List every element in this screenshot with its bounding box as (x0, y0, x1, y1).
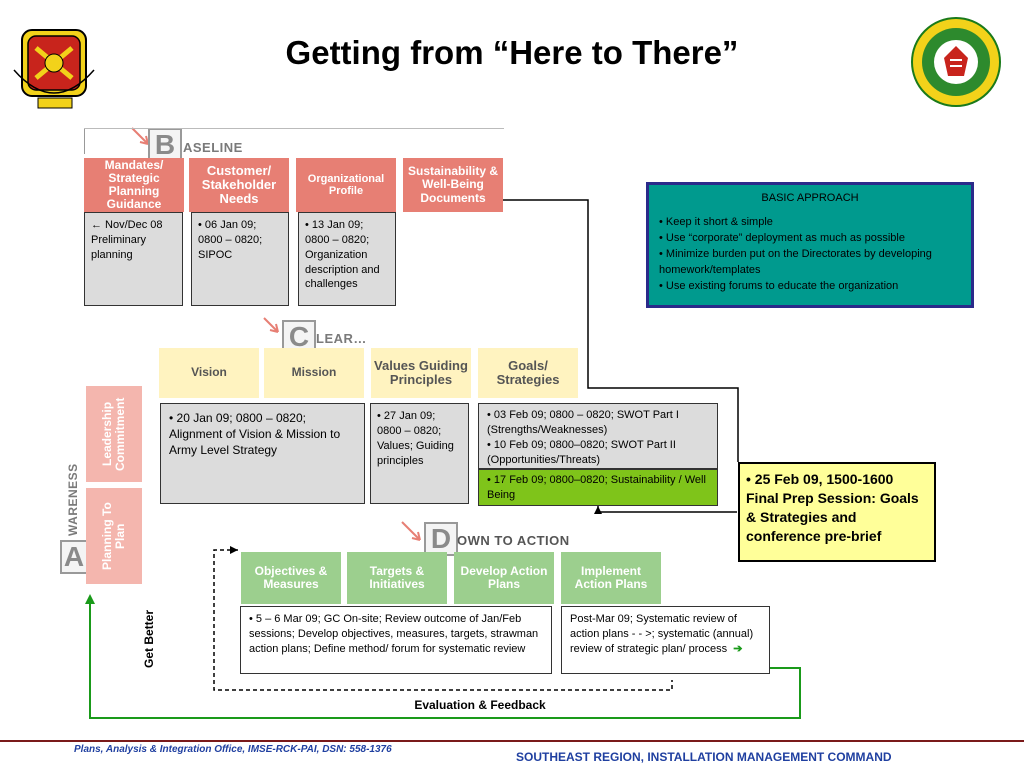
basic-approach-box: BASIC APPROACH • Keep it short & simple … (646, 182, 974, 308)
header-targets: Targets & Initiatives (347, 552, 447, 604)
header-org-profile: Organizational Profile (296, 158, 396, 212)
header-mandates: Mandates/ Strategic Planning Guidance (84, 158, 184, 212)
header-vision: Vision (159, 348, 259, 398)
leadership-commitment-block: Leadership Commitment (86, 386, 142, 482)
box-onsite: • 5 – 6 Mar 09; GC On-site; Review outco… (240, 606, 552, 674)
header-implement: Implement Action Plans (561, 552, 661, 604)
down-word: OWN TO ACTION (457, 533, 570, 548)
awareness-word: WARENESS (66, 463, 80, 536)
header-values: Values Guiding Principles (371, 348, 471, 398)
header-customer: Customer/ Stakeholder Needs (189, 158, 289, 212)
box-values: • 27 Jan 09; 0800 – 0820; Values; Guidin… (370, 403, 469, 504)
box-sustainability: • 17 Feb 09; 0800–0820; Sustainability /… (478, 469, 718, 506)
footer-office: Plans, Analysis & Integration Office, IM… (74, 744, 392, 755)
box-nov-dec: ← Nov/Dec 08 Preliminary planning (84, 212, 183, 306)
arrow-icon (131, 127, 149, 145)
left-logo-icon (13, 29, 95, 109)
header-objectives: Objectives & Measures (241, 552, 341, 604)
header-mission: Mission (264, 348, 364, 398)
arrow-icon (263, 317, 279, 333)
awareness-label: A WARENESS (60, 430, 90, 574)
planning-to-plan-block: Planning To Plan (86, 488, 142, 584)
final-prep-box: • 25 Feb 09, 1500-1600 Final Prep Sessio… (738, 462, 936, 562)
approach-item: • Use “corporate” deployment as much as … (659, 231, 905, 244)
box-vision-mission: • 20 Jan 09; 0800 – 0820; Alignment of V… (160, 403, 365, 504)
page-title: Getting from “Here to There” (285, 34, 739, 71)
box-goals-swot: • 03 Feb 09; 0800 – 0820; SWOT Part I (S… (478, 403, 718, 469)
down-letter: D (424, 522, 458, 556)
box-sipoc: • 06 Jan 09; 0800 – 0820; SIPOC (191, 212, 289, 306)
baseline-word: ASELINE (183, 140, 243, 155)
awareness-letter: A (60, 540, 88, 574)
header-sustainability: Sustainability & Well-Being Documents (403, 158, 503, 212)
footer-command: SOUTHEAST REGION, INSTALLATION MANAGEMEN… (516, 750, 892, 764)
approach-item: • Use existing forums to educate the org… (659, 279, 899, 292)
post-mar-text: Post-Mar 09; Systematic review of action… (570, 613, 754, 655)
box-post-mar: Post-Mar 09; Systematic review of action… (561, 606, 770, 674)
get-better-label: Get Better (142, 609, 156, 668)
right-logo-icon (911, 17, 1001, 107)
baseline-letter: B (148, 128, 182, 162)
clear-word: LEAR… (316, 331, 367, 346)
swot-part-2: • 10 Feb 09; 0800–0820; SWOT Part II (Op… (487, 438, 676, 466)
arrow-icon (401, 521, 421, 541)
header-goals: Goals/ Strategies (478, 348, 578, 398)
arrow-right-icon: ➔ (730, 642, 743, 655)
swot-part-1: • 03 Feb 09; 0800 – 0820; SWOT Part I (S… (487, 409, 679, 436)
box-org-description: • 13 Jan 09; 0800 – 0820; Organization d… (298, 212, 396, 306)
approach-item: • Keep it short & simple (659, 215, 773, 228)
approach-item: • Minimize burden put on the Directorate… (659, 247, 932, 276)
header-develop: Develop Action Plans (454, 552, 554, 604)
evaluation-feedback-label: Evaluation & Feedback (414, 698, 546, 712)
basic-approach-title: BASIC APPROACH (761, 192, 859, 204)
